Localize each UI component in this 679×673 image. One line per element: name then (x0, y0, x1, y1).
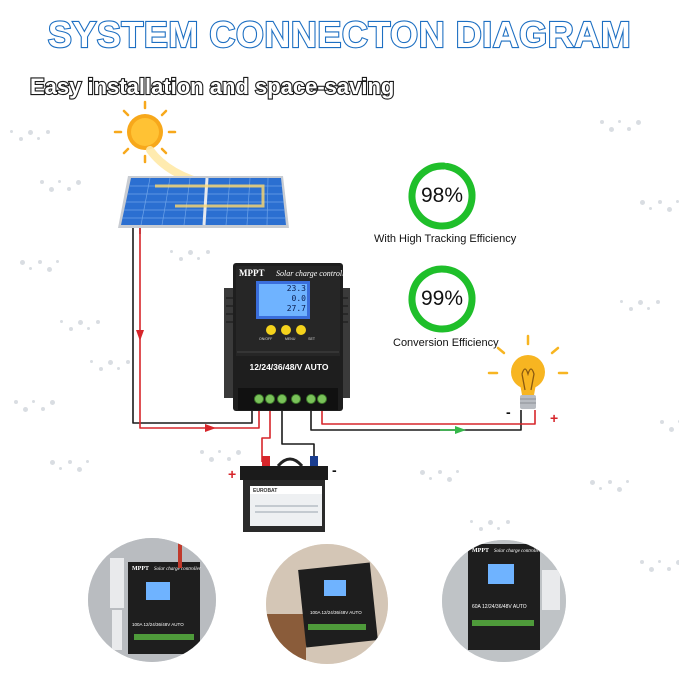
page-subtitle: Easy installation and space-saving (29, 73, 396, 100)
photo-3-name: Solar charge controller (494, 549, 541, 554)
page-title: SYSTEM CONNECTON DIAGRAM (47, 13, 632, 56)
efficiency-value-conversion: 99% (420, 287, 464, 310)
charge-controller-icon (224, 263, 350, 411)
photo-2-label: 100A 12/24/36/48V AUTO (310, 610, 362, 615)
battery-plus-mark: + (228, 466, 237, 482)
efficiency-label-conversion: Conversion Efficiency (393, 337, 499, 349)
light-bulb-icon (487, 334, 569, 409)
install-photo-2: 100A 12/24/36/48V AUTO (266, 544, 388, 664)
controller-button-labels: ON/OFF MENU SET (259, 337, 315, 341)
efficiency-ring-fill (408, 162, 476, 230)
display-line-battery: 27.7 (286, 304, 306, 313)
load-plus-mark: + (550, 410, 559, 426)
button-label-set: SET (308, 337, 315, 341)
battery-label: EUROBAT (253, 488, 278, 494)
efficiency-ring-fill (408, 265, 476, 333)
install-photo-1: MPPT Solar charge controller 100A 12/24/… (88, 538, 216, 662)
install-photo-3: MPPT Solar charge controller 60A 12/24/3… (442, 540, 566, 662)
photo-3-brand: MPPT (472, 548, 489, 554)
wiring (132, 228, 536, 462)
button-label-menu: MENU (285, 337, 296, 341)
efficiency-rings (408, 162, 476, 333)
display-line-voltage: 23.3 (286, 284, 306, 293)
photo-3-label: 60A 12/24/36/48V AUTO (472, 604, 527, 610)
load-minus-mark: - (506, 404, 511, 420)
battery-minus-mark: - (332, 462, 337, 478)
efficiency-label-tracking: With High Tracking Efficiency (374, 233, 517, 245)
controller-voltage-label: 12/24/36/48/V AUTO (249, 362, 329, 372)
controller-display: 23.3 0.0 27.7 (262, 284, 306, 314)
controller-brand: MPPT (239, 268, 265, 278)
controller-name: Solar charge controller (276, 269, 351, 278)
photo-1-label: 100A 12/24/36/48V AUTO (132, 622, 184, 627)
efficiency-value-tracking: 98% (420, 184, 464, 207)
button-label-onoff: ON/OFF (259, 337, 273, 341)
display-line-current: 0.0 (291, 294, 306, 303)
photo-1-name: Solar charge controller (154, 567, 201, 572)
sun-icon (113, 100, 214, 189)
photo-1-brand: MPPT (132, 566, 149, 572)
current-arrows (136, 330, 466, 434)
battery-icon (240, 456, 328, 532)
solar-panel-icon (118, 176, 289, 234)
